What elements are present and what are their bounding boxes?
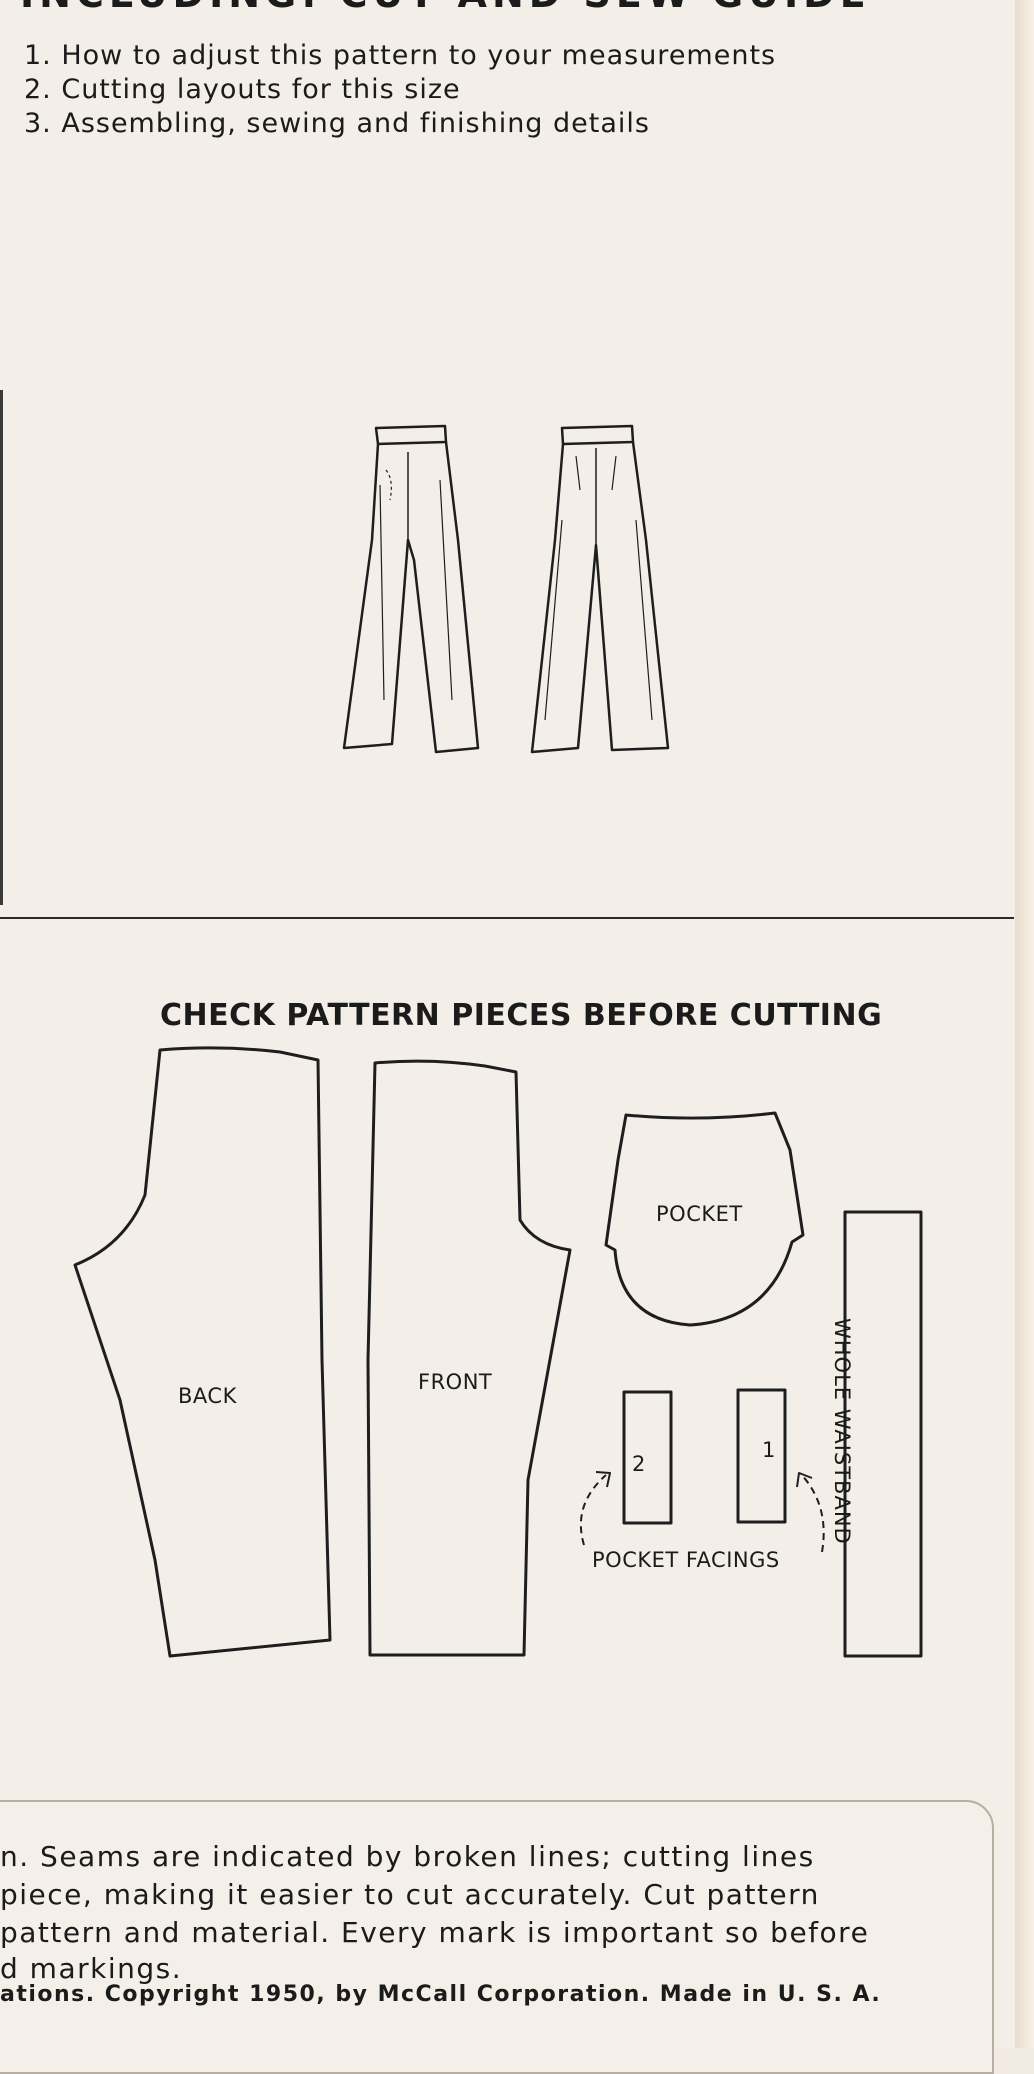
header-title: INCLUDING: CUT AND SEW GUIDE [20,0,871,16]
pocket-pattern-piece [604,1111,805,1327]
trousers-front-illustration [342,424,480,754]
header-item-2: 2. Cutting layouts for this size [24,74,461,105]
facing-arrow-right [799,1472,825,1553]
copyright-line: ations. Copyright 1950, by McCall Corpor… [0,1982,882,2007]
check-pattern-title: CHECK PATTERN PIECES BEFORE CUTTING [160,998,883,1033]
instructions-line-3: pattern and material. Every mark is impo… [0,1916,870,1949]
waistband-pattern-piece [843,1210,923,1658]
pocket-facing-1 [736,1388,787,1524]
waistband-label: WHOLE WAISTBAND [830,1318,854,1545]
back-label: BACK [178,1384,237,1408]
envelope-edge [1015,0,1034,2048]
facing-arrow-left [579,1474,607,1546]
instructions-line-4: d markings. [0,1952,183,1985]
header-item-3: 3. Assembling, sewing and finishing deta… [24,108,650,139]
instructions-panel [0,1800,994,2074]
instructions-line-2: piece, making it easier to cut accuratel… [0,1878,820,1911]
pattern-envelope-back [0,0,1020,2048]
pocket-facing-2 [622,1390,673,1525]
front-pattern-piece [366,1059,572,1657]
trousers-back-illustration [530,424,670,754]
left-border-line [0,390,3,905]
facing-2-label: 2 [632,1452,646,1476]
instructions-line-1: n. Seams are indicated by broken lines; … [0,1840,815,1873]
pocket-label: POCKET [656,1202,743,1226]
pocket-facings-label: POCKET FACINGS [592,1548,780,1572]
section-divider [0,917,1014,919]
back-pattern-piece [73,1046,332,1658]
facing-1-label: 1 [762,1438,776,1462]
front-label: FRONT [418,1370,493,1394]
header-item-1: 1. How to adjust this pattern to your me… [24,40,777,71]
